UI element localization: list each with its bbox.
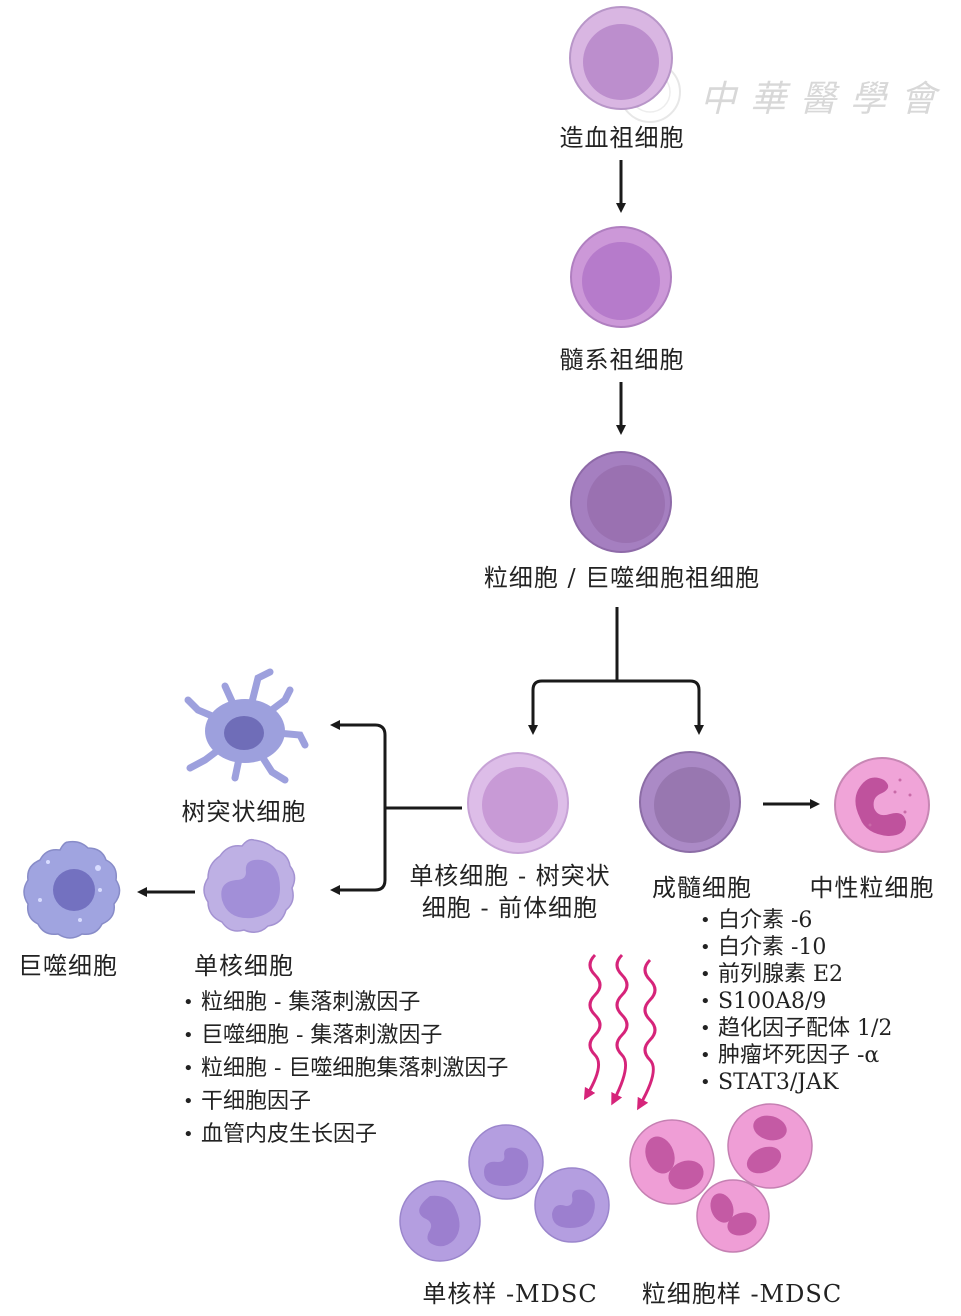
watermark-text: 中華醫學會	[700, 79, 951, 120]
hsc-cell	[569, 6, 673, 110]
g-mdsc-cells	[629, 1103, 813, 1253]
dendritic-cell	[184, 668, 309, 784]
macrophage-cell	[23, 840, 121, 939]
mdp-label-line1: 单核细胞 - 树突状	[409, 862, 611, 890]
cmp-cell	[570, 226, 672, 328]
right-factor-list: 白介素 -6 白介素 -10 前列腺素 E2 S100A8/9 趋化因子配体 1…	[700, 907, 892, 1096]
mdp-label: 单核细胞 - 树突状 细胞 - 前体细胞	[409, 860, 610, 924]
branch-arrows	[528, 607, 704, 735]
g-mdsc-cell	[696, 1179, 770, 1253]
right-factor-item: 白介素 -10	[700, 934, 892, 961]
m-mdsc-cell	[399, 1180, 481, 1262]
left-factor-item: 血管内皮生长因子	[183, 1118, 508, 1151]
signal-waves	[583, 953, 657, 1111]
right-factor-item: STAT3/JAK	[700, 1069, 892, 1096]
g-mdsc-cell	[727, 1103, 813, 1189]
mdp-label-line2: 细胞 - 前体细胞	[421, 894, 599, 922]
mdp-cell	[467, 752, 569, 854]
left-factor-item: 粒细胞 - 集落刺激因子	[183, 986, 508, 1019]
gmp-cell	[570, 451, 672, 553]
right-factor-item: S100A8/9	[700, 988, 892, 1015]
g-mdsc-label: 粒细胞样 -MDSC	[641, 1280, 843, 1308]
m-mdsc-cells	[399, 1124, 610, 1262]
m-mdsc-label: 单核样 -MDSC	[422, 1280, 598, 1308]
monocyte-cell	[203, 838, 296, 933]
neutrophil-label: 中性粒细胞	[809, 874, 935, 902]
cmp-label: 髓系祖细胞	[559, 346, 685, 374]
right-factor-item: 白介素 -6	[700, 907, 892, 934]
gmp-label: 粒细胞 / 巨噬细胞祖细胞	[483, 564, 761, 592]
g-mdsc-cell	[629, 1119, 715, 1205]
left-factor-item: 巨噬细胞 - 集落刺激因子	[183, 1019, 508, 1052]
myeloblast-cell	[639, 751, 741, 853]
right-factor-item: 前列腺素 E2	[700, 961, 892, 988]
m-mdsc-cell	[534, 1167, 610, 1243]
right-factor-item: 肿瘤坏死因子 -α	[700, 1042, 892, 1069]
right-factor-item: 趋化因子配体 1/2	[700, 1015, 892, 1042]
mdp-branch-arrows	[330, 720, 462, 895]
myeloblast-label: 成髓细胞	[652, 874, 752, 902]
left-factor-list: 粒细胞 - 集落刺激因子 巨噬细胞 - 集落刺激因子 粒细胞 - 巨噬细胞集落刺…	[183, 986, 508, 1151]
neutrophil-cell	[834, 757, 930, 853]
left-factor-item: 干细胞因子	[183, 1085, 508, 1118]
macrophage-label: 巨噬细胞	[18, 952, 118, 980]
left-factor-item: 粒细胞 - 巨噬细胞集落刺激因子	[183, 1052, 508, 1085]
dendritic-label: 树突状细胞	[181, 798, 307, 826]
monocyte-label: 单核细胞	[194, 952, 294, 980]
hsc-label: 造血祖细胞	[559, 124, 685, 152]
